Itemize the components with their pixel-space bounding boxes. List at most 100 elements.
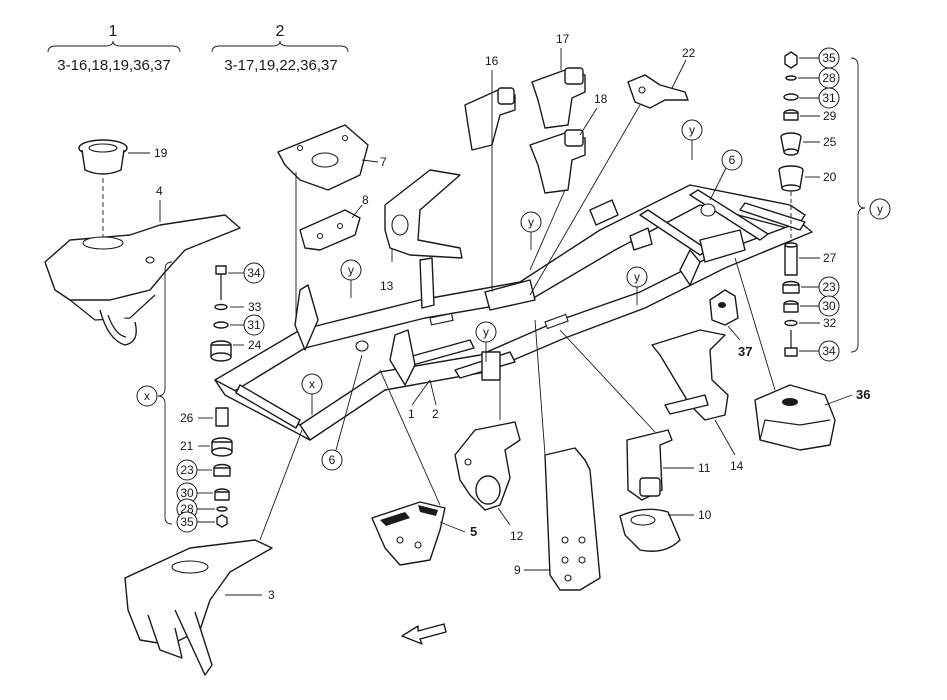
part-10-ring: 10 (619, 508, 712, 552)
bubble-34-right: 34 (822, 344, 836, 358)
bubble-34-left: 34 (247, 266, 261, 280)
callout-33: 33 (248, 300, 262, 314)
group-range-2: 3-17,19,22,36,37 (224, 57, 337, 74)
callout-37: 37 (738, 344, 752, 359)
part-7-bracket: 7 (277, 124, 387, 318)
callout-6-rear: 6 (729, 153, 736, 167)
frame-hole-2 (700, 203, 716, 217)
bubble-28-right: 28 (822, 71, 836, 85)
callout-17: 17 (556, 32, 570, 46)
frame-front-tube (235, 384, 301, 429)
bracket-label-y: y (877, 202, 883, 216)
group-number-1: 1 (109, 23, 118, 40)
callout-9: 9 (514, 563, 521, 577)
frame-outrigger-1 (589, 199, 619, 226)
y-locators: y y y y y x (301, 119, 703, 415)
group-brace-1 (47, 40, 181, 53)
part-11-mount: 11 (559, 329, 711, 501)
part-13-tower: 13 (380, 169, 463, 293)
bubble-35-left: 35 (180, 515, 194, 529)
callout-36: 36 (856, 387, 870, 402)
y-locator-5: y (689, 123, 695, 137)
bubble-31-left: 31 (247, 318, 261, 332)
callout-3: 3 (268, 588, 275, 602)
left-mount-stack: 34 33 31 24 26 21 23 3 (136, 261, 265, 533)
part-12-outrigger: 12 (454, 380, 524, 543)
callout-19: 19 (154, 146, 168, 160)
y-locator-3: y (528, 215, 534, 229)
callout-6-front: 6 (329, 453, 336, 467)
part-18-mount: 18 (529, 92, 608, 271)
bubble-30-left: 30 (180, 486, 194, 500)
bubble-31-right: 31 (822, 91, 836, 105)
callout-14: 14 (730, 459, 744, 473)
callout-8: 8 (362, 193, 369, 207)
group-range-1: 3-16,18,19,36,37 (57, 57, 170, 74)
part-3-lower-pan: 3 (124, 429, 303, 676)
callout-25: 25 (823, 135, 837, 149)
bubble-30-right: 30 (822, 299, 836, 313)
callout-29: 29 (823, 109, 837, 123)
frame-hole-1 (355, 340, 369, 352)
callout-10: 10 (698, 508, 712, 522)
frame-cross-tube-4 (689, 189, 769, 241)
frame-centre-post (419, 257, 435, 309)
frame-front-crossmember (214, 379, 311, 441)
callout-22: 22 (682, 46, 696, 60)
part-4-front-pan: 4 (44, 184, 241, 346)
part-36-cap: 36 (734, 257, 870, 451)
frame-rear-hanger (679, 249, 701, 286)
callout-18: 18 (594, 92, 608, 106)
part-19-bush: 19 (78, 139, 168, 238)
frame-slot-2 (544, 313, 569, 330)
part-17-mount: 17 (531, 32, 586, 129)
frame-bracket-cluster (484, 279, 536, 311)
bubble-23-right: 23 (822, 280, 836, 294)
x-locator-1: x (309, 377, 315, 391)
frame-right-rail (299, 221, 813, 441)
right-mount-stack: 35 28 31 29 25 20 27 (778, 47, 891, 362)
frame-mount-pad (481, 351, 501, 381)
callout-16: 16 (485, 54, 499, 68)
callout-26: 26 (180, 411, 194, 425)
group-brace-2 (211, 40, 349, 53)
bubble-35-right: 35 (822, 51, 836, 65)
frame-slot-1 (429, 312, 454, 326)
group-number-2: 2 (276, 23, 285, 40)
callout-27: 27 (823, 251, 837, 265)
y-locator-1: y (348, 263, 354, 277)
part-14-tower: 14 (651, 329, 744, 473)
y-locator-2: y (483, 325, 489, 339)
part-37-block: 37 (709, 289, 752, 359)
callout-7: 7 (380, 155, 387, 169)
frame-front-mount-left (294, 284, 319, 351)
callout-11: 11 (698, 461, 711, 475)
part-9-plate: 9 (514, 319, 601, 591)
callout-2-frame: 2 (432, 407, 439, 421)
chassis-frame (214, 184, 813, 441)
callout-4: 4 (156, 184, 163, 198)
callout-24: 24 (248, 338, 262, 352)
group-header-2: 2 3-17,19,22,36,37 (211, 23, 349, 74)
frame-outrigger-2 (629, 227, 653, 251)
part-22-bracket: 22 (529, 46, 696, 296)
part-6-callouts: 6 6 (321, 149, 743, 471)
part-8-bracket: 8 (299, 193, 369, 251)
frame-variant-labels: 1 2 (408, 379, 439, 421)
group-header-1: 1 3-16,18,19,36,37 (47, 23, 181, 74)
y-locator-4: y (634, 270, 640, 284)
callout-1-frame: 1 (408, 407, 415, 421)
frame-rear-crossmember (739, 202, 806, 231)
callout-21: 21 (180, 439, 194, 453)
callout-12: 12 (510, 529, 524, 543)
part-5-bracket: 5 (371, 369, 477, 566)
frame-rear-mount (699, 229, 746, 263)
part-16-mount: 16 (464, 54, 516, 292)
bracket-label-x: x (144, 389, 150, 403)
direction-arrow-icon (401, 623, 447, 645)
callout-5: 5 (470, 524, 477, 539)
callout-20: 20 (823, 170, 837, 184)
bubble-23-left: 23 (180, 463, 194, 477)
